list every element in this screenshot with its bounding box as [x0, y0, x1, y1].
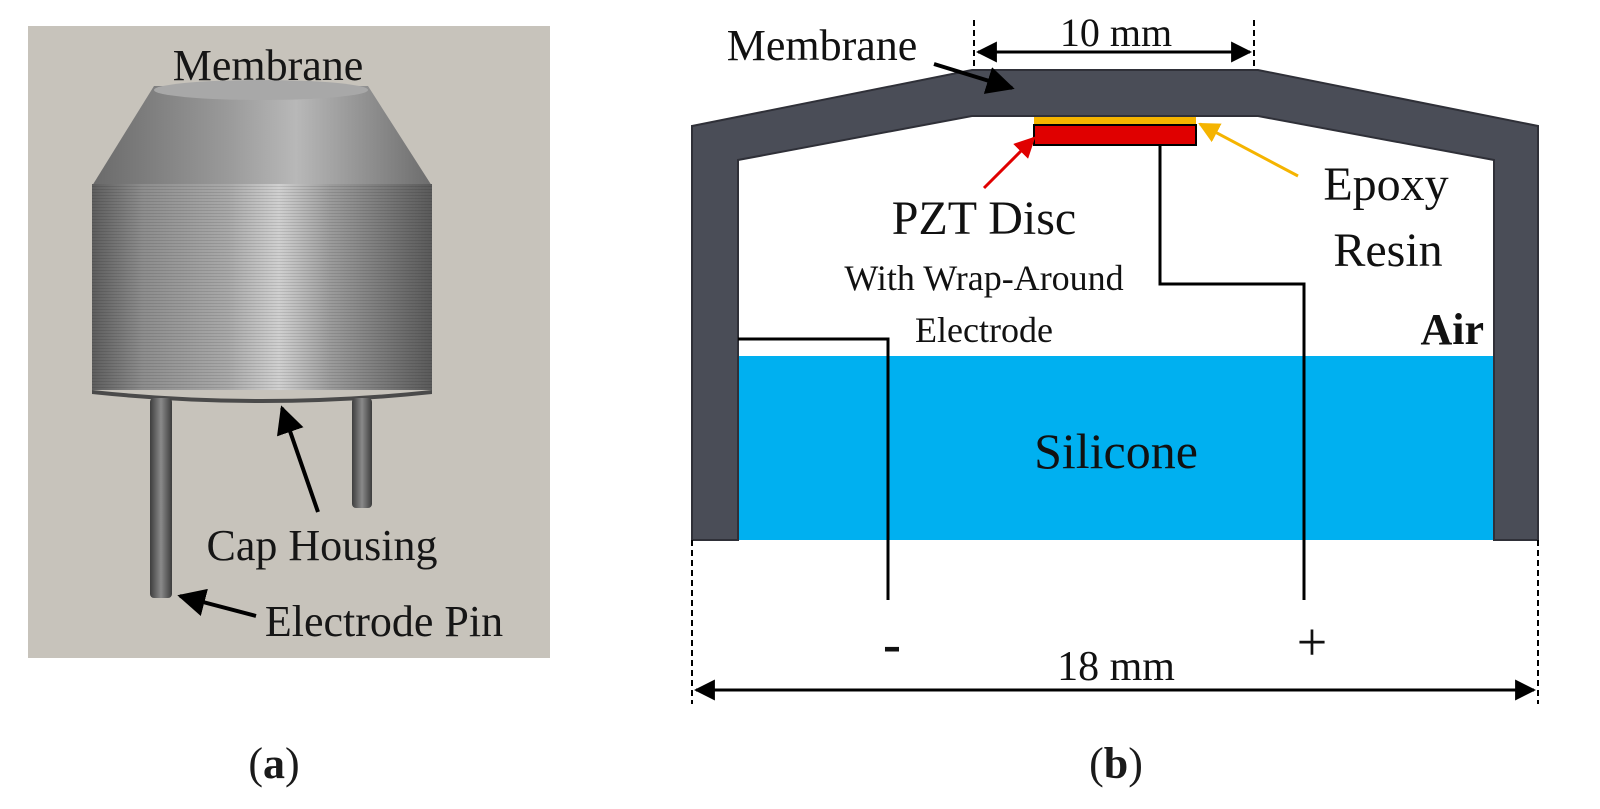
- label-pzt-sub-1: With Wrap-Around: [844, 258, 1123, 298]
- epoxy-resin-layer: [1034, 117, 1196, 125]
- silicone-region: [738, 356, 1494, 540]
- dim-bottom-label: 18 mm: [1057, 644, 1175, 690]
- arrow-electrode-pin: [177, 588, 257, 618]
- cap-body-bottom: [92, 390, 432, 403]
- electrode-pin-right: [352, 398, 372, 508]
- electrode-pin-left: [150, 398, 172, 598]
- photo-label-electrode-pin: Electrode Pin: [265, 597, 503, 646]
- cap-body-ridges: [92, 184, 432, 390]
- pzt-disc: [1033, 124, 1197, 146]
- wire-negative: [738, 337, 890, 600]
- wire-positive: [1158, 145, 1306, 600]
- photo-label-cap-housing: Cap Housing: [207, 521, 438, 570]
- dim-top-label: 10 mm: [1060, 10, 1172, 55]
- panel-a-photo: Membrane Cap Housing Electrode Pin: [28, 26, 550, 658]
- caption-b: (b): [1089, 739, 1143, 788]
- caption-a: (a): [248, 739, 299, 788]
- label-plus: +: [1297, 612, 1327, 672]
- label-epoxy: Epoxy: [1323, 158, 1448, 211]
- label-membrane: Membrane: [727, 21, 918, 70]
- arrow-cap-housing: [277, 405, 320, 513]
- cap-housing-cross-section: [691, 69, 1539, 541]
- cap-cone: [92, 86, 432, 186]
- membrane-top: [154, 80, 368, 100]
- label-minus: -: [883, 614, 901, 674]
- arrow-pzt: [982, 136, 1036, 190]
- label-air: Air: [1420, 305, 1484, 354]
- panel-b-diagram: 10 mm Membrane PZT Disc With Wrap-Around…: [691, 10, 1539, 704]
- label-pzt-sub-2: Electrode: [915, 310, 1053, 350]
- arrow-epoxy: [1198, 122, 1299, 178]
- arrow-membrane: [933, 62, 1015, 94]
- photo-label-membrane: Membrane: [173, 41, 364, 90]
- label-silicone: Silicone: [1034, 423, 1198, 479]
- label-pzt-disc: PZT Disc: [892, 192, 1076, 245]
- label-resin: Resin: [1333, 224, 1442, 277]
